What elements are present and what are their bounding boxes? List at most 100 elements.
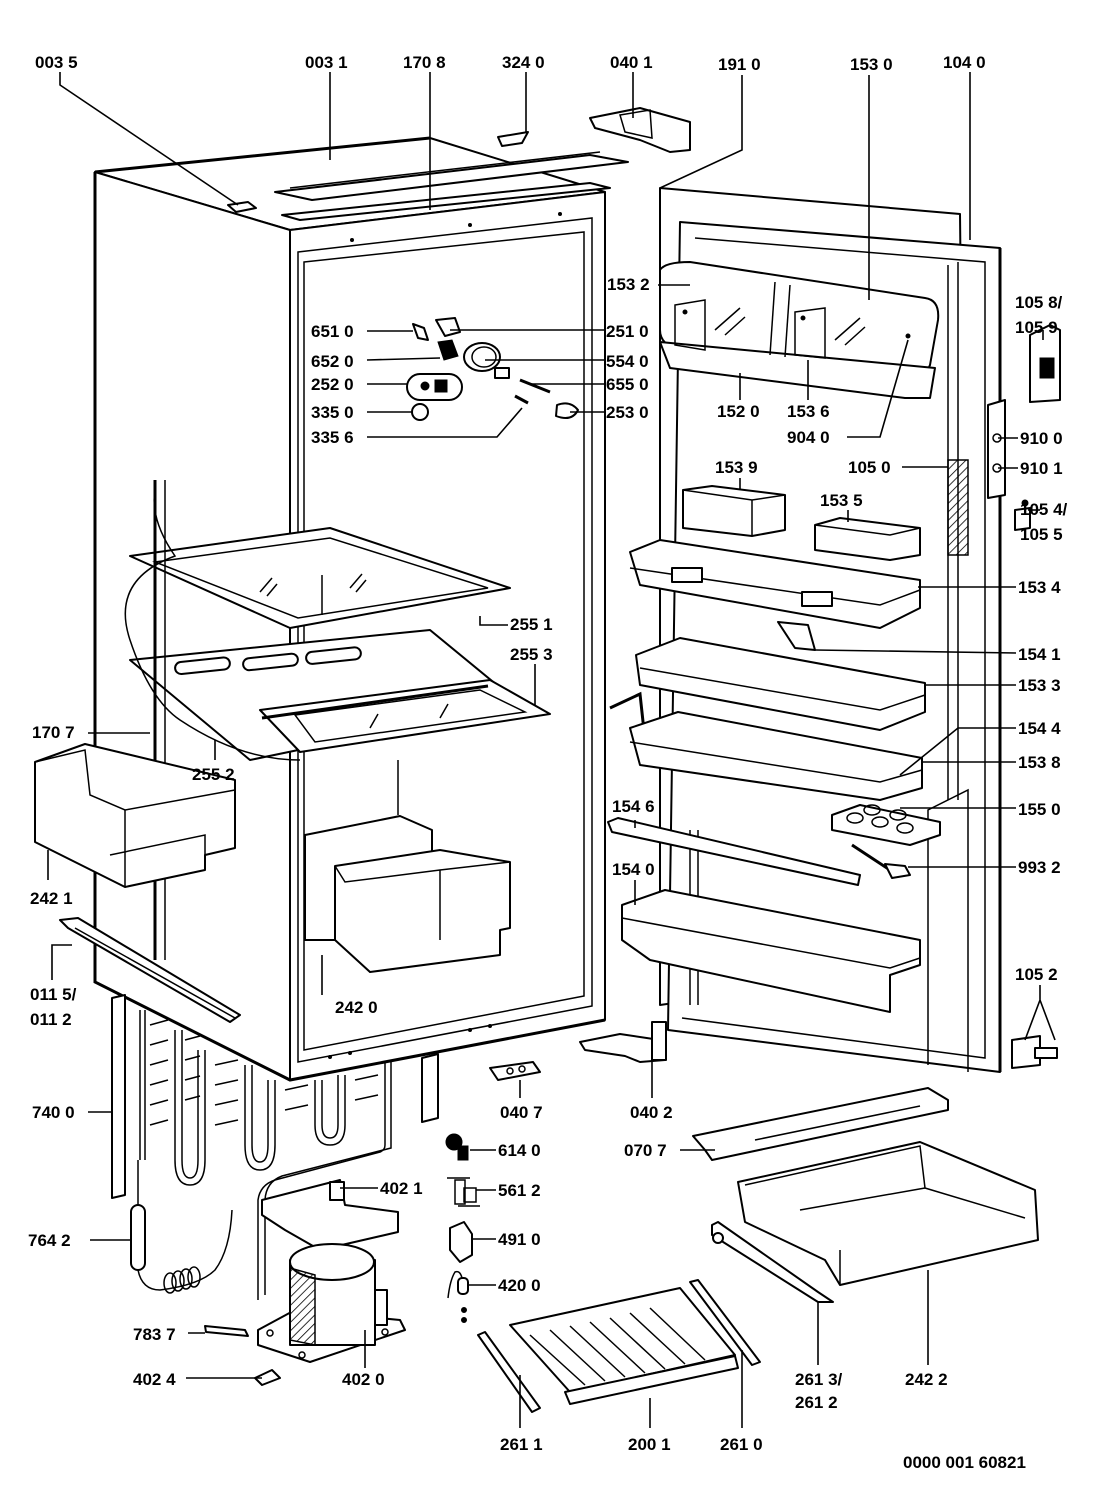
part-label-4910: 491 0 <box>498 1230 541 1249</box>
part-label-6520: 652 0 <box>311 352 354 371</box>
part-9932 <box>851 843 911 879</box>
part-label-2551: 255 1 <box>510 615 553 634</box>
part-label-1550: 155 0 <box>1018 800 1061 819</box>
part-label-1058: 105 8/ <box>1015 293 1063 312</box>
part-label-6140: 614 0 <box>498 1141 541 1160</box>
condenser <box>111 994 439 1300</box>
part-label-1050: 105 0 <box>848 458 891 477</box>
part-label-1520: 152 0 <box>717 402 760 421</box>
egg-tray <box>831 804 941 846</box>
leader-line <box>367 407 523 438</box>
part-label-0401: 040 1 <box>610 53 653 72</box>
leader-line <box>51 944 72 980</box>
door-strip <box>947 459 969 556</box>
part-label-1707: 170 7 <box>32 723 75 742</box>
part-label-0035: 003 5 <box>35 53 78 72</box>
document-number: 0000 001 60821 <box>903 1453 1026 1472</box>
part-label-1540: 154 0 <box>612 860 655 879</box>
part-label-4200: 420 0 <box>498 1276 541 1295</box>
part-1546 <box>607 817 861 886</box>
leader-line <box>847 339 909 438</box>
part-label-2422: 242 2 <box>905 1370 948 1389</box>
part-label-1535: 153 5 <box>820 491 863 510</box>
part-label-4024: 402 4 <box>133 1370 176 1389</box>
part-label-1539: 153 9 <box>715 458 758 477</box>
small-boxes <box>682 485 921 561</box>
leader-lines <box>47 72 1056 1428</box>
part-label-6510: 651 0 <box>311 322 354 341</box>
glass-shelf-top <box>129 527 511 640</box>
part-label-1052: 105 2 <box>1015 965 1058 984</box>
part-label-1534: 153 4 <box>1018 578 1061 597</box>
part-label-1536: 153 6 <box>787 402 830 421</box>
compressor-bracket <box>261 1179 399 1251</box>
leader-line <box>1024 985 1056 1041</box>
filter-dryer <box>130 1160 233 1294</box>
part-label-0707: 070 7 <box>624 1141 667 1160</box>
part-label-2001: 200 1 <box>628 1435 671 1454</box>
part-label-6550: 655 0 <box>606 375 649 394</box>
part-label-1541: 154 1 <box>1018 645 1061 664</box>
part-7837 <box>204 1325 249 1337</box>
part-label-2420: 242 0 <box>335 998 378 1017</box>
part-label-2613: 261 3/ <box>795 1370 843 1389</box>
part-label-0112: 011 2 <box>30 1010 72 1029</box>
part-label-5540: 554 0 <box>606 352 649 371</box>
part-0035 <box>227 201 257 213</box>
part-label-2421: 242 1 <box>30 889 73 908</box>
part-label-7400: 740 0 <box>32 1103 75 1122</box>
bottom-rail-left <box>59 917 241 1023</box>
part-3240 <box>497 131 529 147</box>
leader-line <box>899 727 1016 776</box>
electrical-parts <box>445 1061 541 1323</box>
part-label-4021: 402 1 <box>380 1179 423 1198</box>
part-label-5612: 561 2 <box>498 1181 541 1200</box>
part-label-0031: 003 1 <box>305 53 348 72</box>
part-label-1059: 105 9 <box>1015 318 1058 337</box>
part-label-4020: 402 0 <box>342 1370 385 1389</box>
part-label-1708: 170 8 <box>403 53 446 72</box>
part-label-1544: 154 4 <box>1018 719 1061 738</box>
vegetable-drawer <box>737 1141 1039 1286</box>
top-cover-strip <box>274 151 629 221</box>
liner-outline <box>124 489 301 761</box>
part-label-1040: 104 0 <box>943 53 986 72</box>
part-label-9101: 910 1 <box>1020 459 1063 478</box>
part-label-9100: 910 0 <box>1020 429 1063 448</box>
leader-line <box>479 616 508 626</box>
part-label-0115: 011 5/ <box>30 985 77 1004</box>
part-number-labels: 003 5 003 1 170 8 324 0 040 1 191 0 153 0 104 0… <box>28 53 1068 1472</box>
compressor <box>257 1243 406 1363</box>
leader-line <box>59 72 239 206</box>
part-label-3240: 324 0 <box>502 53 545 72</box>
door-shelf-middle <box>635 637 926 731</box>
freezer-tray <box>477 1279 761 1413</box>
leader-line <box>659 75 743 189</box>
part-label-0402: 040 2 <box>630 1103 673 1122</box>
part-label-1054: 105 4/ <box>1020 500 1068 519</box>
part-label-1530: 153 0 <box>850 55 893 74</box>
part-label-2610: 261 0 <box>720 1435 763 1454</box>
part-label-9932: 993 2 <box>1018 858 1061 877</box>
door-shelf-bottle <box>609 691 923 801</box>
part-label-2552: 255 2 <box>192 765 235 784</box>
part-label-3350: 335 0 <box>311 403 354 422</box>
part-label-7837: 783 7 <box>133 1325 176 1344</box>
crisper-left <box>34 743 236 888</box>
part-label-7642: 764 2 <box>28 1231 71 1250</box>
part-label-2553: 255 3 <box>510 645 553 664</box>
glass-shelf-split <box>129 629 551 761</box>
part-label-2611: 261 1 <box>500 1435 543 1454</box>
part-label-9040: 904 0 <box>787 428 830 447</box>
part-label-2612: 261 2 <box>795 1393 838 1412</box>
part-label-2510: 251 0 <box>606 322 649 341</box>
part-label-0407: 040 7 <box>500 1103 543 1122</box>
part-label-1546: 154 6 <box>612 797 655 816</box>
leader-line <box>814 649 1017 654</box>
part-4024 <box>254 1369 281 1386</box>
top-hinge <box>589 107 691 153</box>
part-label-1055: 105 5 <box>1020 525 1063 544</box>
part-label-1538: 153 8 <box>1018 753 1061 772</box>
part-label-1910: 191 0 <box>718 55 761 74</box>
